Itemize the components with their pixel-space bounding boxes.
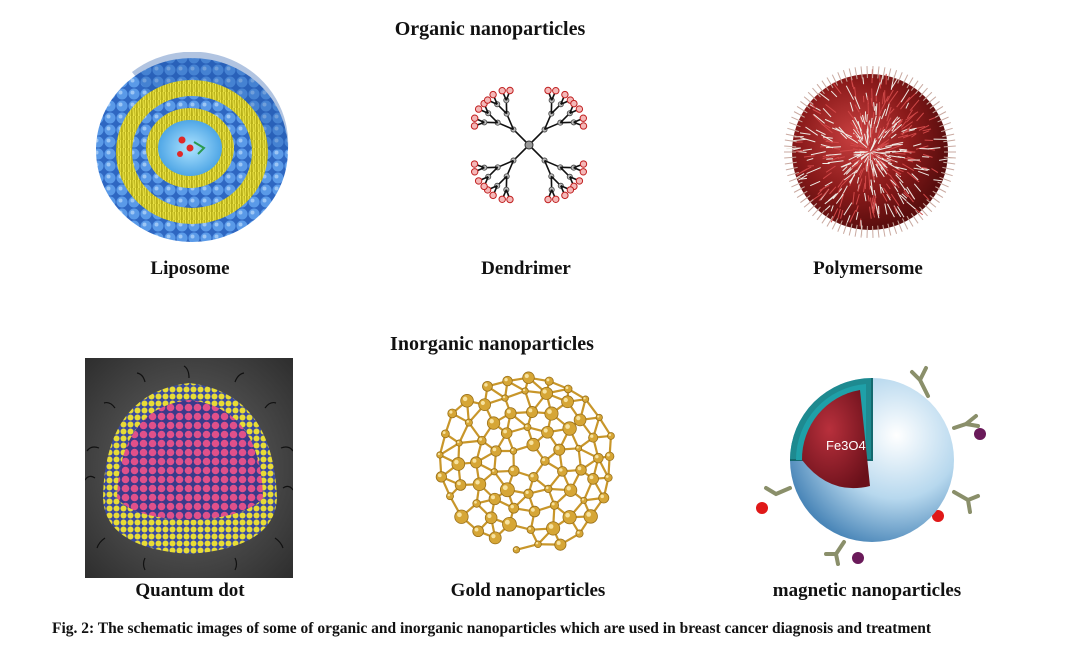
- polymersome-icon: [775, 62, 965, 242]
- inorganic-heading: Inorganic nanoparticles: [372, 333, 612, 356]
- organic-heading: Organic nanoparticles: [380, 18, 600, 41]
- dendrimer-label: Dendrimer: [446, 258, 606, 280]
- dendrimer-icon: [436, 52, 622, 238]
- figure-caption: Fig. 2: The schematic images of some of …: [52, 620, 931, 638]
- polymersome-label: Polymersome: [788, 258, 948, 280]
- quantum-dot-label: Quantum dot: [100, 580, 280, 602]
- gold-nanoparticle-icon: [430, 362, 626, 560]
- magnetic-nanoparticle-icon: Fe3O4: [750, 356, 990, 570]
- liposome-icon: [92, 52, 292, 247]
- core-formula-text: Fe3O4: [826, 438, 866, 453]
- gold-nanoparticle-label: Gold nanoparticles: [418, 580, 638, 602]
- quantum-dot-icon: [85, 358, 293, 578]
- liposome-label: Liposome: [110, 258, 270, 280]
- magnetic-nanoparticle-label: magnetic nanoparticles: [752, 580, 982, 602]
